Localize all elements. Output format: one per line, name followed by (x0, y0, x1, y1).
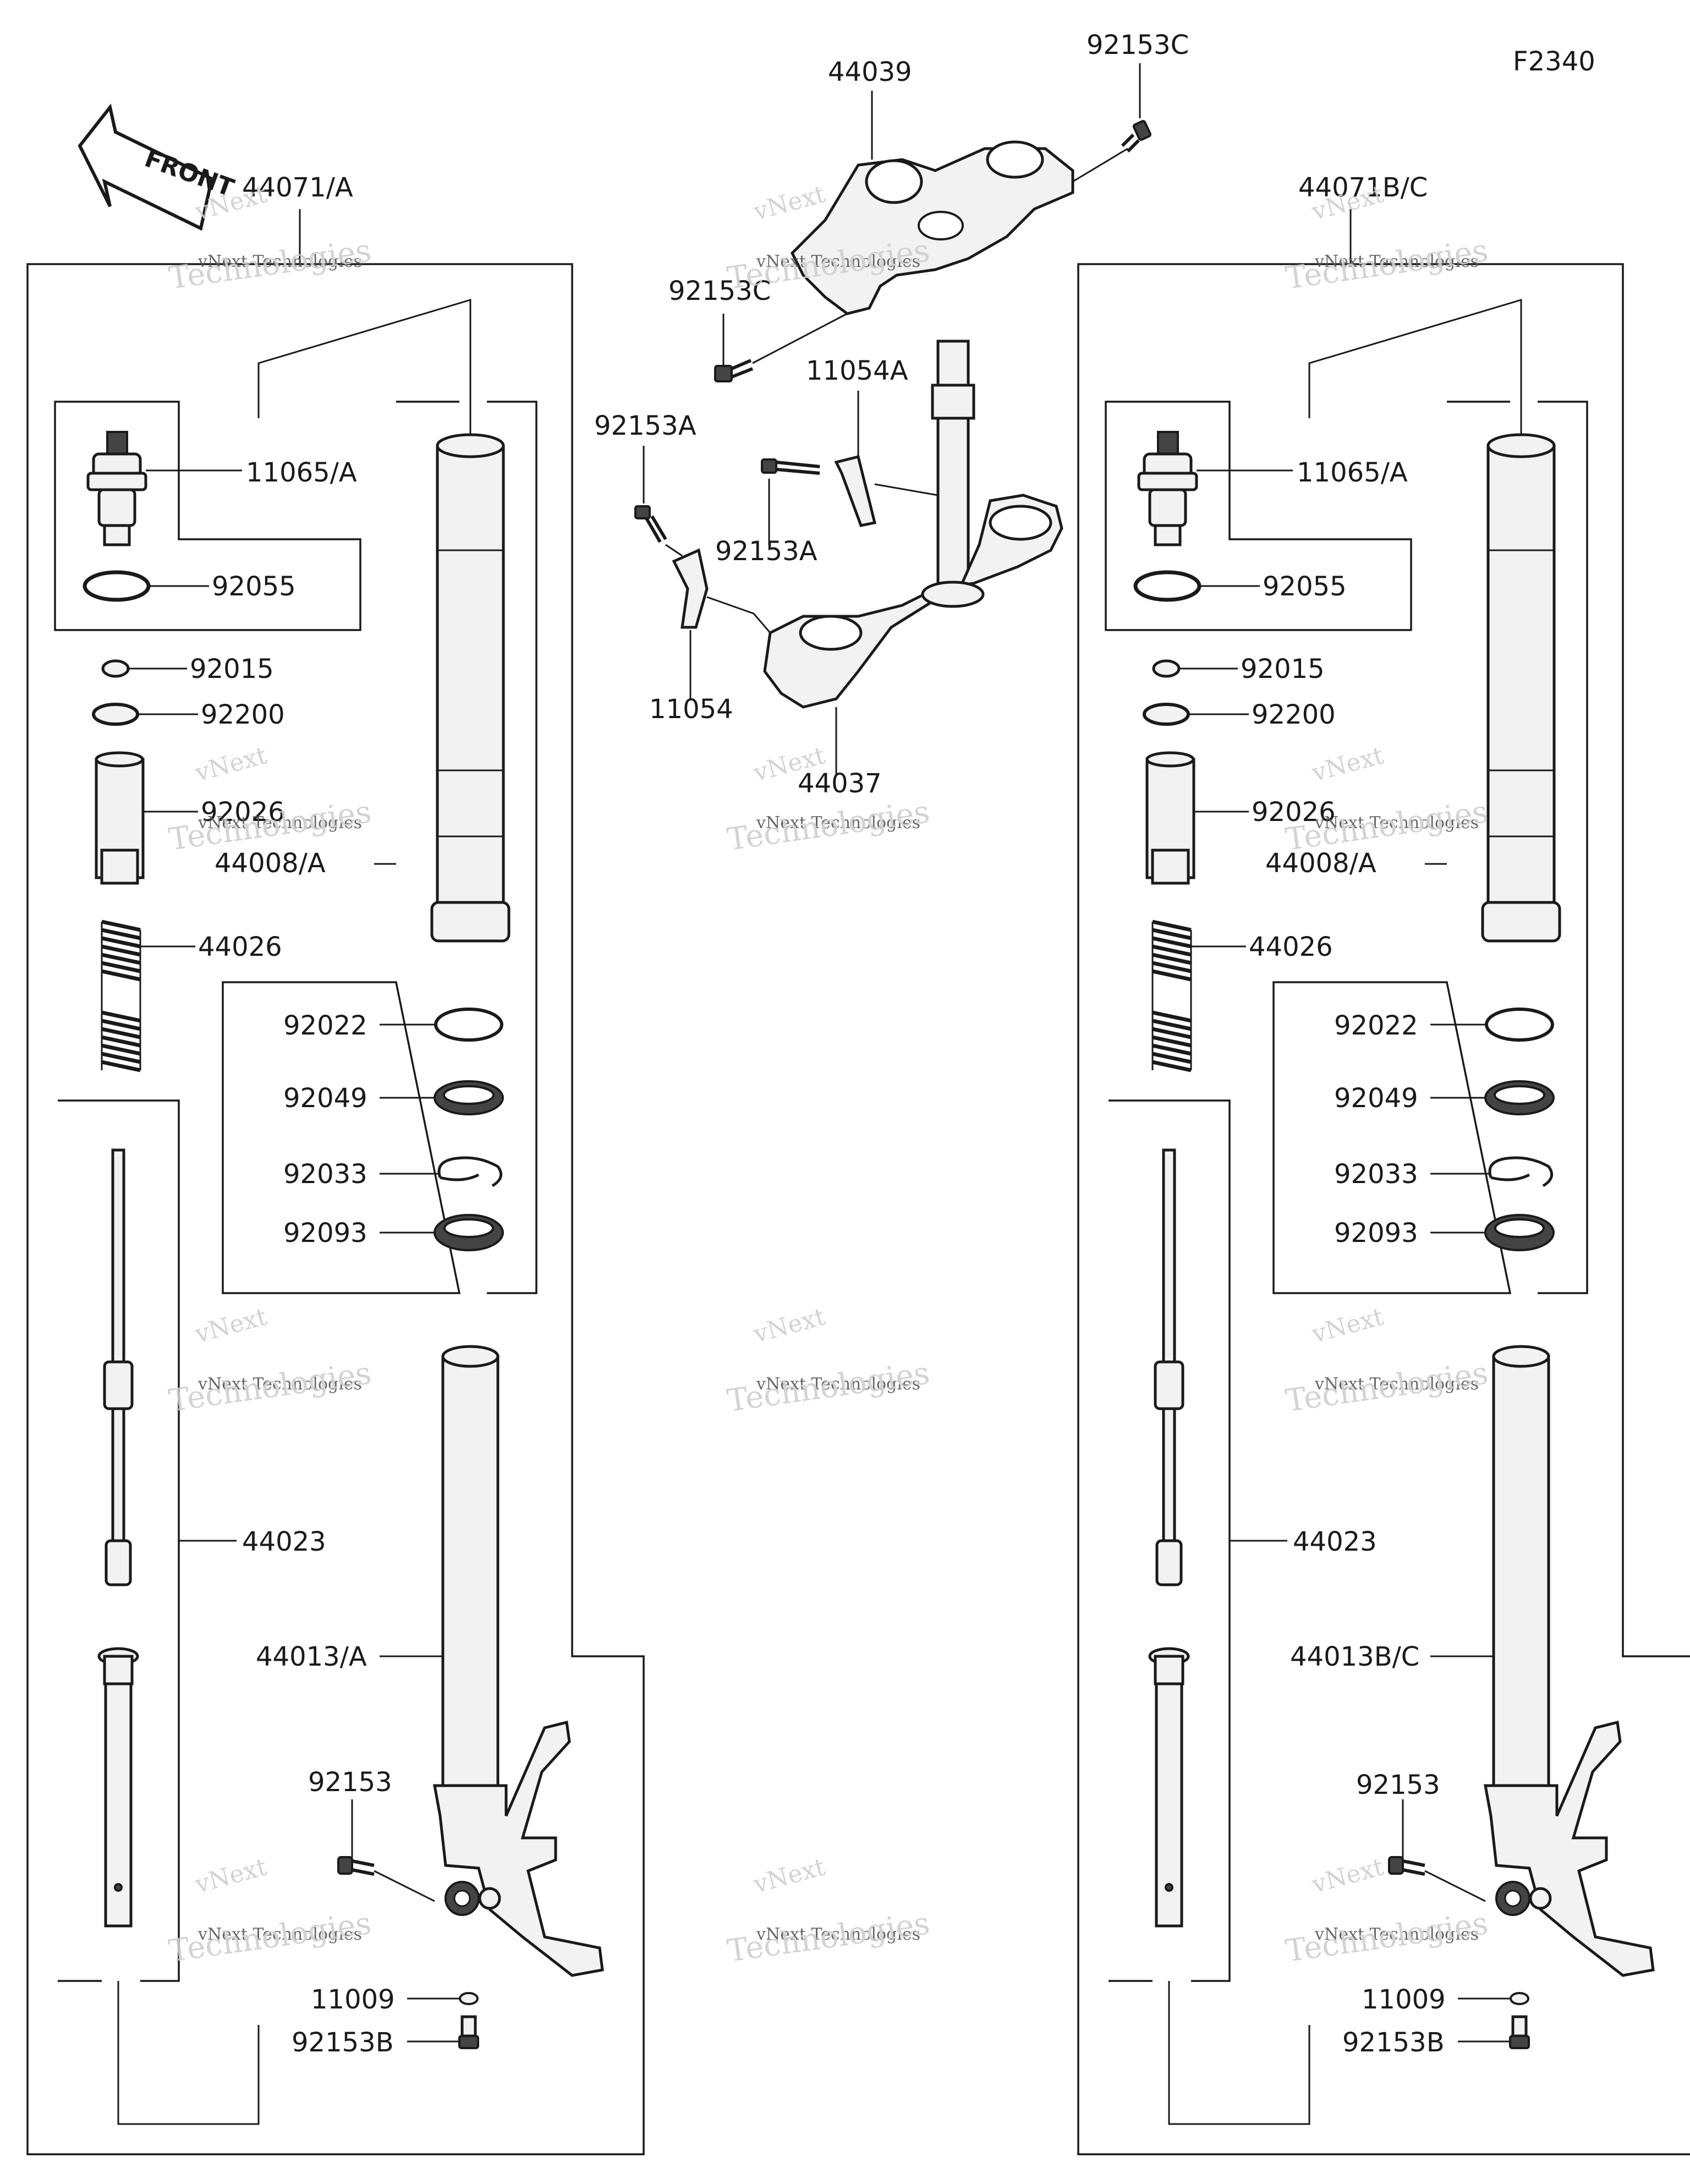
label-right-cylinder: 44023 (1293, 1526, 1377, 1557)
label-left-dust-seal: 92093 (283, 1218, 367, 1249)
upper-bracket-icon (790, 140, 1074, 315)
svg-text:vNext Technologies: vNext Technologies (1314, 1925, 1479, 1944)
label-left-collar: 92026 (201, 797, 285, 828)
label-11054a: 11054A (806, 355, 908, 386)
label-left-outer-tube: 44013/A (256, 1641, 367, 1672)
right-fork-labels: 44071B/C 11065/A 92055 92015 92200 92026… (1241, 172, 1446, 2058)
svg-text:Technologies: Technologies (1283, 233, 1490, 297)
svg-text:Technologies: Technologies (167, 1906, 374, 1969)
bracket-icon (672, 548, 709, 629)
watermark: vNext vNext Technologies Technologies (725, 741, 932, 858)
label-44037: 44037 (798, 768, 882, 799)
label-left-o-ring: 92055 (212, 571, 296, 602)
svg-text:vNext Technologies: vNext Technologies (756, 1375, 920, 1394)
label-left-assembly: 44071/A (242, 172, 353, 203)
label-left-gasket: 11009 (311, 1984, 395, 2015)
svg-text:Technologies: Technologies (1283, 1355, 1490, 1419)
svg-text:vNext Technologies: vNext Technologies (197, 252, 362, 271)
label-right-collar: 92026 (1252, 797, 1336, 828)
watermark: vNext vNext Technologies Technologies (725, 1302, 932, 1419)
label-left-cap-bolt: 11065/A (246, 457, 357, 488)
svg-text:vNext: vNext (192, 741, 270, 787)
diagram-code: F2340 (1513, 46, 1595, 77)
label-right-o-ring: 92055 (1263, 571, 1347, 602)
label-left-nut: 92015 (190, 654, 274, 685)
svg-text:vNext: vNext (1309, 1853, 1387, 1899)
label-right-seal-ring: 92022 (1334, 1010, 1418, 1041)
label-left-seal-ring: 92022 (283, 1010, 367, 1041)
svg-text:Technologies: Technologies (725, 1355, 932, 1419)
upper-bolt-left-icon (714, 359, 754, 382)
label-left-cylinder: 44023 (242, 1526, 326, 1557)
svg-text:Technologies: Technologies (725, 794, 932, 858)
svg-text:vNext: vNext (1309, 741, 1387, 787)
label-92153a-center: 92153A (715, 536, 817, 567)
label-44039: 44039 (828, 57, 912, 87)
watermark: vNext vNext Technologies Technologies (1283, 1302, 1490, 1419)
lower-stem-icon (763, 340, 1063, 709)
watermark: vNext vNext Technologies Technologies (1283, 1853, 1490, 1969)
label-right-axle-bolt: 92153 (1356, 1770, 1440, 1800)
label-92153c-left: 92153C (668, 276, 771, 306)
label-right-circlip: 92033 (1334, 1159, 1418, 1190)
label-92153c-right: 92153C (1087, 30, 1189, 61)
bolt-a-center-icon (761, 458, 820, 475)
label-left-washer: 92200 (201, 699, 285, 730)
svg-text:Technologies: Technologies (167, 1355, 374, 1419)
label-left-inner-tube: 44008/A (215, 848, 326, 879)
label-right-nut: 92015 (1241, 654, 1325, 685)
label-right-cap-bolt: 11065/A (1297, 457, 1408, 488)
svg-text:vNext Technologies: vNext Technologies (756, 252, 920, 271)
svg-text:vNext Technologies: vNext Technologies (197, 1925, 362, 1944)
svg-text:Technologies: Technologies (1283, 1906, 1490, 1969)
watermark: vNext vNext Technologies Technologies (167, 1302, 374, 1419)
label-11054: 11054 (649, 694, 733, 725)
watermark-layer: vNext vNext Technologies Technologies vN… (167, 180, 1490, 1969)
label-left-circlip: 92033 (283, 1159, 367, 1190)
svg-text:vNext Technologies: vNext Technologies (197, 1375, 362, 1394)
label-right-inner-tube: 44008/A (1265, 848, 1376, 879)
label-right-outer-tube: 44013B/C (1290, 1641, 1419, 1672)
label-left-spring: 44026 (198, 932, 282, 962)
label-right-spring: 44026 (1249, 932, 1333, 962)
label-right-assembly: 44071B/C (1298, 172, 1428, 203)
upper-bolt-right-icon (1121, 120, 1151, 153)
bolt-a-left-icon (634, 505, 667, 543)
svg-text:vNext: vNext (750, 1853, 828, 1899)
svg-text:vNext: vNext (192, 1302, 270, 1349)
label-right-gasket: 11009 (1362, 1984, 1446, 2015)
left-fork-labels: 44071/A 11065/A 92055 92015 92200 92026 … (190, 172, 395, 2058)
label-left-oil-seal: 92049 (283, 1083, 367, 1114)
svg-text:vNext Technologies: vNext Technologies (756, 1925, 920, 1944)
svg-text:vNext Technologies: vNext Technologies (1314, 252, 1479, 271)
svg-text:vNext: vNext (750, 180, 828, 226)
svg-text:vNext Technologies: vNext Technologies (197, 813, 362, 833)
label-right-washer: 92200 (1252, 699, 1336, 730)
svg-text:vNext: vNext (750, 1302, 828, 1349)
svg-text:Technologies: Technologies (167, 233, 374, 297)
svg-text:vNext: vNext (1309, 1302, 1387, 1349)
svg-text:vNext: vNext (192, 1853, 270, 1899)
label-92153a-left: 92153A (594, 410, 696, 441)
label-right-dust-seal: 92093 (1334, 1218, 1418, 1249)
svg-text:vNext Technologies: vNext Technologies (1314, 813, 1479, 833)
clip-icon (834, 455, 877, 527)
label-right-oil-seal: 92049 (1334, 1083, 1418, 1114)
watermark: vNext vNext Technologies Technologies (725, 1853, 932, 1969)
label-left-axle-bolt: 92153 (308, 1767, 392, 1798)
label-right-drain-bolt: 92153B (1342, 2027, 1445, 2058)
label-left-drain-bolt: 92153B (292, 2027, 394, 2058)
svg-text:Technologies: Technologies (725, 1906, 932, 1969)
svg-text:vNext Technologies: vNext Technologies (1314, 1375, 1479, 1394)
svg-text:vNext Technologies: vNext Technologies (756, 813, 920, 833)
